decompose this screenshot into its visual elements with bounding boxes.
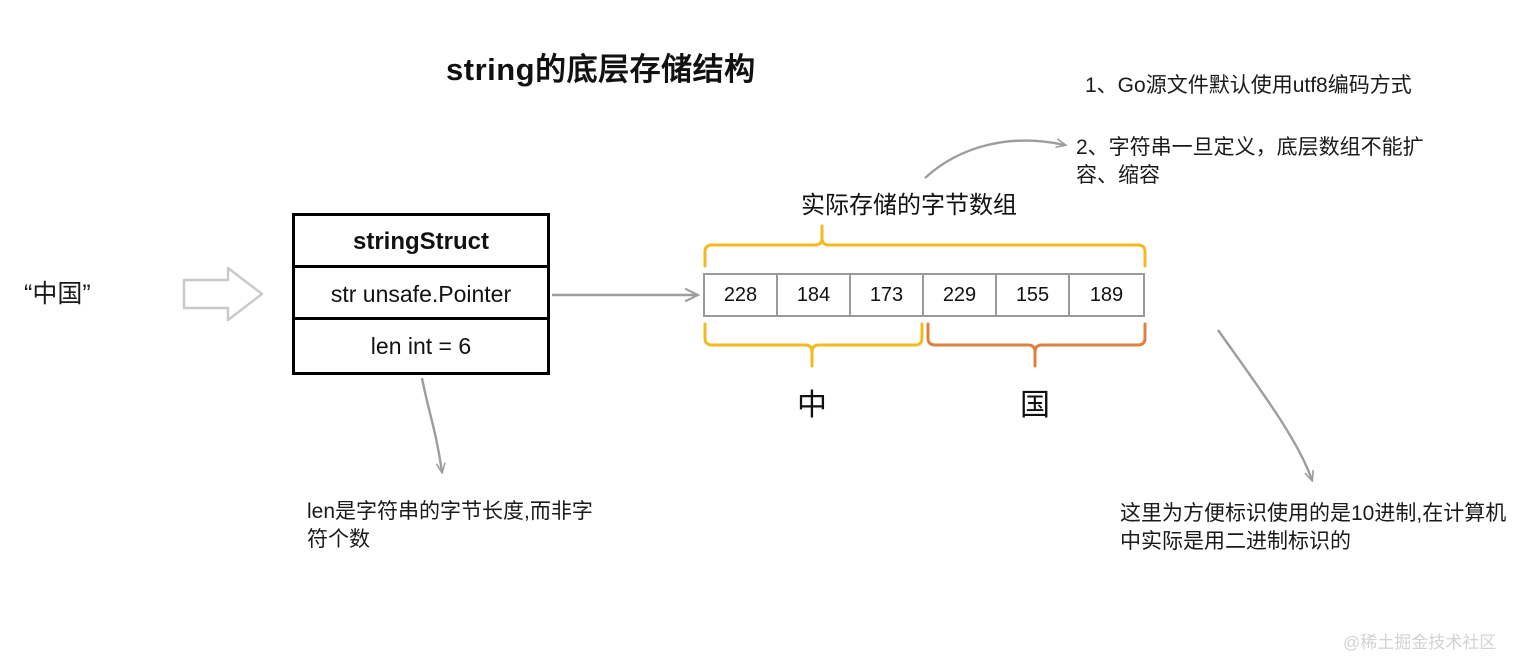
block-arrow-right-icon (182, 266, 264, 322)
rune-label-second: 国 (1020, 389, 1050, 422)
note-utf8-encoding: 1、Go源文件默认使用utf8编码方式 (1085, 74, 1412, 97)
rune-label-first: 中 (797, 389, 827, 422)
brace-whole-array (703, 224, 1147, 268)
byte-array-table: 228 184 173 229 155 189 (703, 273, 1145, 317)
curved-arrow-to-decimal-note (1217, 329, 1312, 480)
note-decimal-representation: 这里为方便标识使用的是10进制,在计算机中实际是用二进制标识的 (1120, 502, 1507, 554)
byte-cell: 155 (997, 275, 1070, 315)
curved-arrow-to-utf8-notes (924, 141, 1065, 179)
note-immutable-array: 2、字符串一旦定义，底层数组不能扩容、缩容 (1076, 136, 1424, 188)
note-len-meaning: len是字符串的字节长度,而非字符个数 (307, 500, 593, 552)
byte-array-caption: 实际存储的字节数组 (801, 192, 1017, 219)
byte-cell: 228 (705, 275, 778, 315)
struct-field-str: str unsafe.Pointer (295, 268, 547, 320)
byte-cell: 189 (1089, 283, 1124, 306)
byte-cell: 173 (851, 275, 924, 315)
struct-field-len: len int = 6 (370, 333, 472, 359)
byte-cell: 184 (778, 275, 851, 315)
brace-rune-0 (703, 322, 924, 368)
byte-cell: 229 (924, 275, 997, 315)
curved-arrow-to-len-note (420, 377, 442, 472)
source-string-label: “中国” (24, 280, 91, 308)
string-struct-box: stringStruct str unsafe.Pointer len int … (292, 213, 550, 375)
page-title: string的底层存储结构 (446, 52, 756, 87)
brace-rune-1 (926, 322, 1147, 368)
struct-header: stringStruct (295, 216, 547, 268)
watermark: @稀土掘金技术社区 (1343, 633, 1497, 652)
